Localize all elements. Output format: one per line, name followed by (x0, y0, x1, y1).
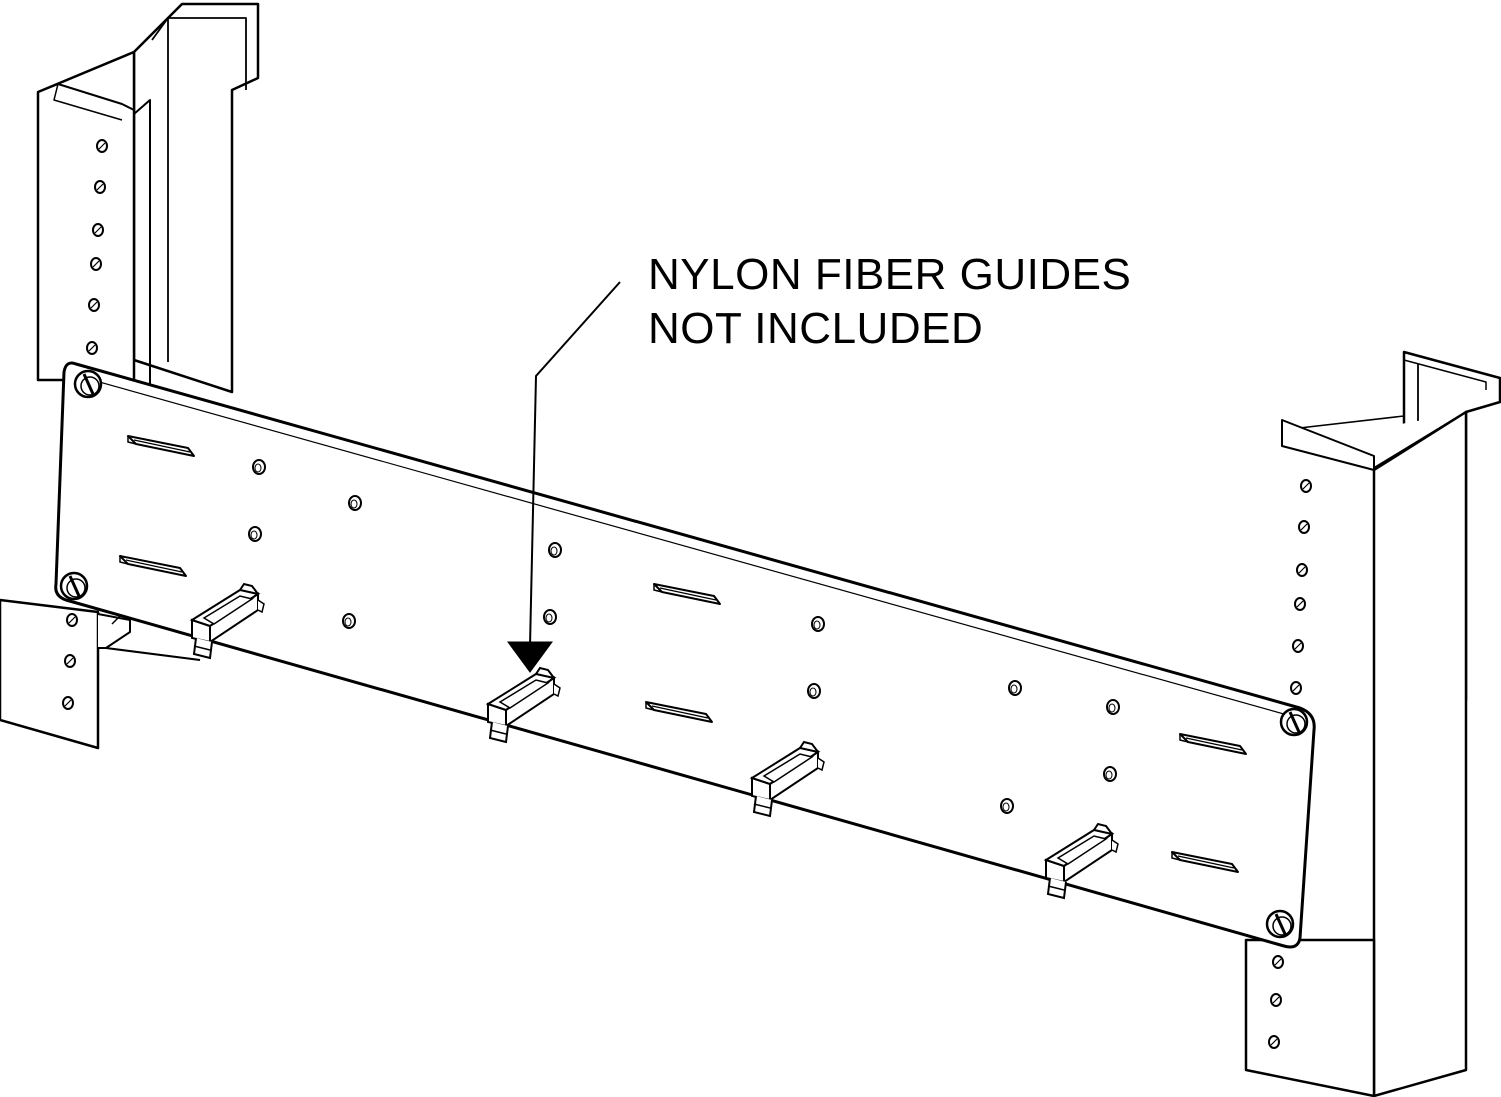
callout-line-1: NYLON FIBER GUIDES (648, 250, 1132, 299)
callout-line-2: NOT INCLUDED (648, 304, 984, 353)
mounting-panel (54, 361, 1316, 949)
left-rack-rail (0, 2, 260, 750)
right-rack-rail (1244, 350, 1501, 1097)
callout-label: NYLON FIBER GUIDES NOT INCLUDED (648, 248, 1131, 356)
callout-leader-arrow (507, 281, 621, 673)
